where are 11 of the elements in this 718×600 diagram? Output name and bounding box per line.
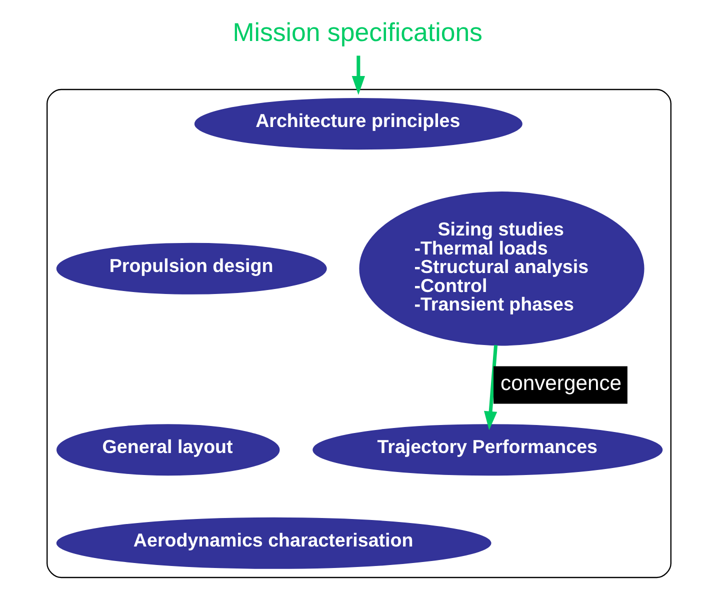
node-ellipse: Propulsion design [56,242,327,294]
cluster [46,88,672,578]
arrow [352,56,365,95]
node-ellipse: Architecture principles [194,98,522,150]
arrow [484,345,498,430]
edge-label: convergence [500,372,622,396]
node-ellipse: Aerodynamics characterisation [56,517,492,569]
node-ellipse: General layout [56,424,280,476]
node-text: Mission specifications [232,18,482,47]
node-ellipse: Sizing studies -Thermal loads -Structural analysis -Control -Transient phases [359,192,644,346]
node-ellipse: Trajectory Performances [312,424,663,476]
